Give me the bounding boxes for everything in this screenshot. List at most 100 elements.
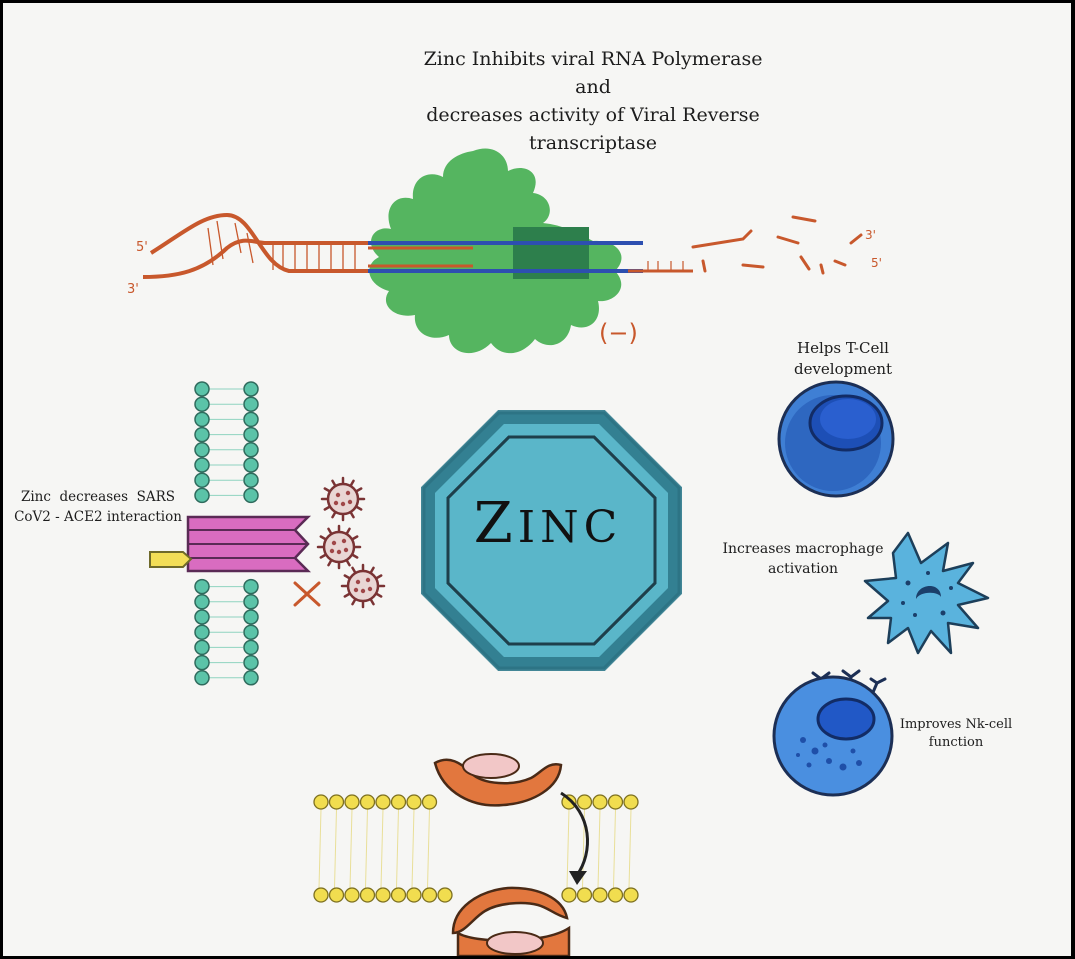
lipid-head (313, 794, 329, 810)
transporter-membrane-illustration (313, 753, 639, 956)
lipid-head (194, 411, 210, 428)
macrophage-label: Increases macrophage activation (703, 539, 903, 579)
transport-arrow (560, 791, 589, 876)
lipid-head (243, 670, 259, 686)
virus-spot (353, 587, 359, 593)
lipid-head (421, 794, 438, 810)
lipid-head (607, 887, 624, 903)
transported-ion-top (462, 753, 520, 779)
lipid-head (390, 794, 407, 810)
macrophage (863, 531, 990, 655)
transported-ion-bottom (486, 931, 544, 955)
lipid-head (194, 487, 210, 504)
lipid-head (194, 396, 210, 412)
virus-spot (365, 577, 371, 583)
ace2-receptor (186, 515, 312, 573)
lipid-head (623, 887, 639, 903)
virus-spot (331, 540, 337, 546)
sars-cov2-virus (322, 530, 356, 564)
virus-spot (343, 547, 349, 553)
title-line-2: and (575, 76, 611, 98)
lipid-head (561, 887, 577, 903)
title-line-4: transcriptase (529, 132, 657, 154)
zinc-label: ZINC (423, 491, 673, 556)
ace2-label: Zinc decreases SARS CoV2 - ACE2 interact… (3, 487, 193, 527)
ace2-label-line-1: Zinc decreases SARS (20, 489, 176, 505)
rna-helix-strand-b (142, 238, 368, 279)
lipid-tail (380, 808, 384, 889)
virus-spot (333, 500, 339, 506)
inhibition-mark: (−) (599, 319, 638, 347)
zinc-label-rest: INC (517, 502, 623, 553)
macrophage-label-line-2: activation (767, 561, 839, 577)
lipid-head (194, 639, 210, 656)
lipid-head (406, 887, 422, 903)
lipid-head (592, 887, 608, 903)
polymerase-blob (369, 148, 622, 354)
lipid-head (561, 794, 577, 810)
strand-label-3prime-left: 3' (127, 282, 139, 297)
nk-cell-label: Improves Nk-cell function (881, 716, 1031, 752)
diagram-canvas: 5' 3' 3' 5' (−) (3, 3, 1071, 956)
lipid-tail (396, 808, 399, 889)
macrophage-label-line-1: Increases macrophage (722, 541, 884, 557)
lipid-head (592, 794, 608, 810)
title-line-3: decreases activity of Viral Reverse (426, 104, 760, 126)
lipid-head (421, 887, 438, 903)
virus-spot (336, 549, 342, 555)
lipid-head (194, 381, 210, 397)
lipid-head (243, 594, 259, 610)
lipid-tail (427, 808, 430, 889)
transporter-bottom (451, 886, 569, 935)
lipid-head (194, 578, 210, 595)
virus-spot (367, 586, 373, 592)
lipid-head (344, 887, 360, 903)
virus-spot (345, 490, 351, 496)
lipid-head (243, 442, 259, 458)
lipid-head (607, 794, 624, 810)
lipid-head (194, 472, 210, 488)
strand-label-5prime-right: 5' (871, 256, 882, 270)
lipid-head (623, 794, 639, 810)
lipid-head (194, 594, 210, 610)
sars-cov2-virus (346, 569, 380, 603)
lipid-head (576, 887, 593, 903)
strand-label-5prime-left: 5' (136, 240, 148, 255)
lipid-head (243, 411, 259, 428)
nk-label-line-1: Improves Nk-cell (899, 717, 1013, 732)
lipid-head (194, 654, 210, 671)
lipid-head (576, 794, 593, 810)
lipid-head (328, 887, 345, 903)
title-line-1: Zinc Inhibits viral RNA Polymerase (423, 48, 763, 70)
lipid-tail (318, 808, 322, 889)
lipid-head (243, 472, 259, 488)
lipid-tail (411, 808, 415, 889)
t-cell-label-line-2: development (793, 360, 893, 378)
lipid-head (243, 609, 259, 625)
lipid-head (243, 426, 259, 443)
lipid-head (194, 426, 210, 443)
lipid-head (359, 794, 376, 810)
lipid-tail (613, 808, 616, 889)
lipid-head (390, 887, 407, 903)
zinc-label-first: Z (473, 491, 518, 556)
virus-spot (340, 501, 346, 507)
lipid-head (344, 794, 360, 810)
lipid-tail (628, 808, 632, 889)
lipid-head (243, 457, 259, 473)
lipid-head (194, 457, 210, 473)
strand-label-3prime-right: 3' (865, 228, 876, 242)
virus-spot (347, 499, 353, 505)
lipid-head (194, 442, 210, 458)
zinc-bound-tag (149, 551, 193, 568)
lipid-head (375, 887, 391, 903)
lipid-head (313, 887, 329, 903)
lipid-head (359, 887, 376, 903)
rna-polymerase-illustration: 5' 3' 3' 5' (−) (127, 148, 882, 354)
lipid-head (243, 578, 259, 595)
lipid-head (194, 609, 210, 625)
t-cell (777, 380, 895, 498)
virus-spot (341, 538, 347, 544)
lipid-tail (365, 808, 368, 889)
ace2-label-line-2: CoV2 - ACE2 interaction (14, 509, 182, 525)
